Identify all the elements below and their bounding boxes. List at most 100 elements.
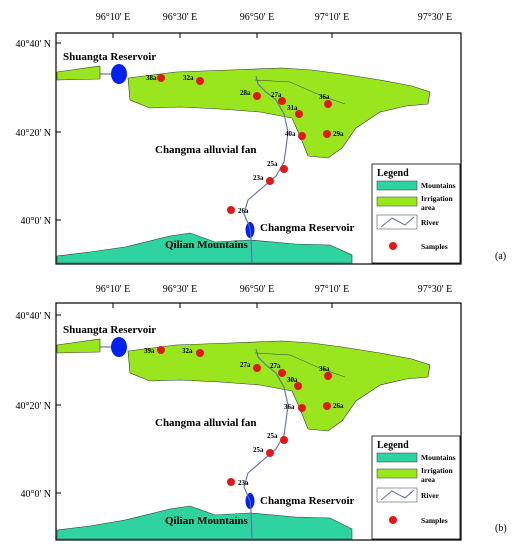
sample-label: 36a [319, 93, 330, 101]
sample-point [298, 404, 306, 412]
sample-point [196, 77, 204, 85]
sample-label: 29a [333, 130, 344, 138]
legend-title: Legend [377, 440, 409, 451]
sample-group: 39a 32a 27a 27a 30a 36a 36a 26a 25a 25a … [144, 346, 344, 487]
legend-label: River [421, 218, 440, 227]
map-frame [55, 32, 462, 265]
legend-swatch-irrigation [376, 196, 418, 207]
irrigation-area [56, 338, 101, 354]
lat-label: 40°20' N [15, 128, 51, 139]
sample-label: 27a [271, 91, 282, 99]
legend-title: Legend [377, 168, 409, 179]
lon-label: 97°10' E [315, 284, 349, 295]
sample-point [157, 74, 165, 82]
changma-fan-label: Changma alluvial fan [155, 144, 256, 156]
sample-group: 38a 32a 28a 27a 31a 36a 40a 29a 25a 23a … [146, 74, 344, 215]
lat-label: 40°20' N [15, 401, 51, 412]
sample-point [280, 436, 288, 444]
qilian-label: Qilian Mountains [165, 515, 249, 527]
qilian-label: Qilian Mountains [165, 239, 249, 251]
legend-swatch-mountains [376, 452, 418, 463]
legend-label: Irrigation [421, 466, 453, 475]
lon-label: 96°50' E [240, 284, 274, 295]
legend-label: Samples [421, 516, 448, 525]
sample-point [266, 449, 274, 457]
sample-point [157, 346, 165, 354]
legend-label: Mountains [421, 181, 456, 190]
sample-icon [389, 242, 397, 250]
changma-reservoir-label: Changma Reservoir [260, 222, 355, 234]
changma-fan-label: Changma alluvial fan [155, 417, 256, 429]
legend-swatch-river [376, 487, 418, 503]
legend-box [371, 163, 461, 264]
legend-swatch-river [376, 214, 418, 230]
lon-label: 97°30' E [418, 284, 452, 295]
legend-label: Samples [421, 242, 448, 251]
mountains [56, 505, 353, 540]
sample-label: 30a [287, 376, 298, 384]
lon-label: 96°10' E [96, 284, 130, 295]
lon-label: 96°50' E [240, 12, 274, 23]
panel-tag: (a) [495, 251, 506, 262]
river-icon [380, 216, 415, 228]
sample-label: 25a [267, 160, 278, 168]
irrigation-area [56, 65, 101, 81]
map-panel-a: 96°10' E 96°30' E 96°50' E 97°10' E 97°3… [15, 12, 506, 265]
map-panel-b: 96°10' E 96°30' E 96°50' E 97°10' E 97°3… [15, 284, 507, 541]
sample-point [324, 100, 332, 108]
sample-point [323, 402, 331, 410]
shuangta-label: Shuangta Reservoir [63, 324, 156, 336]
legend-swatch-irrigation [376, 468, 418, 479]
sample-point [298, 132, 306, 140]
sample-label: 39a [144, 347, 155, 355]
sample-point [196, 349, 204, 357]
sample-point [295, 110, 303, 118]
sample-label: 40a [285, 130, 296, 138]
lat-label: 40°40' N [15, 311, 51, 322]
legend-label: Mountains [421, 453, 456, 462]
sample-label: 23a [253, 174, 264, 182]
river-branch [254, 79, 346, 105]
sample-point [324, 372, 332, 380]
sample-point [227, 478, 235, 486]
river-icon [380, 489, 415, 501]
lat-label: 40°40' N [15, 39, 51, 50]
sample-label: 25a [253, 446, 264, 454]
mountains [56, 232, 353, 264]
sample-label: 32a [183, 74, 194, 82]
legend-swatch-mountains [376, 180, 418, 191]
legend: Legend Mountains Irrigation area River S… [371, 435, 461, 540]
sample-label: 36a [319, 365, 330, 373]
sample-label: 26a [238, 207, 249, 215]
sample-point [227, 206, 235, 214]
legend: Legend Mountains Irrigation area River S… [371, 163, 461, 264]
river [243, 75, 289, 264]
sample-label: 26a [333, 402, 344, 410]
lon-label: 96°30' E [163, 12, 197, 23]
panel-tag: (b) [495, 523, 507, 534]
changma-reservoir-label: Changma Reservoir [260, 495, 355, 507]
shuangta-reservoir [111, 64, 127, 84]
lat-label: 40°0' N [20, 216, 51, 227]
legend-label: Irrigation [421, 194, 453, 203]
sample-label: 31a [287, 104, 298, 112]
shuangta-reservoir [111, 337, 127, 357]
sample-point [266, 177, 274, 185]
sample-point [280, 165, 288, 173]
lat-label: 40°0' N [20, 489, 51, 500]
sample-point [294, 382, 302, 390]
sample-label: 25a [267, 432, 278, 440]
sample-label: 23a [238, 479, 249, 487]
sample-label: 36a [284, 403, 295, 411]
shuangta-label: Shuangta Reservoir [63, 51, 156, 63]
lon-label: 97°30' E [418, 12, 452, 23]
sample-point [253, 364, 261, 372]
lon-label: 97°10' E [315, 12, 349, 23]
sample-label: 27a [270, 362, 281, 370]
sample-point [323, 130, 331, 138]
legend-label: area [421, 475, 435, 484]
sample-label: 38a [146, 74, 157, 82]
legend-label: area [421, 203, 435, 212]
river [243, 348, 289, 540]
